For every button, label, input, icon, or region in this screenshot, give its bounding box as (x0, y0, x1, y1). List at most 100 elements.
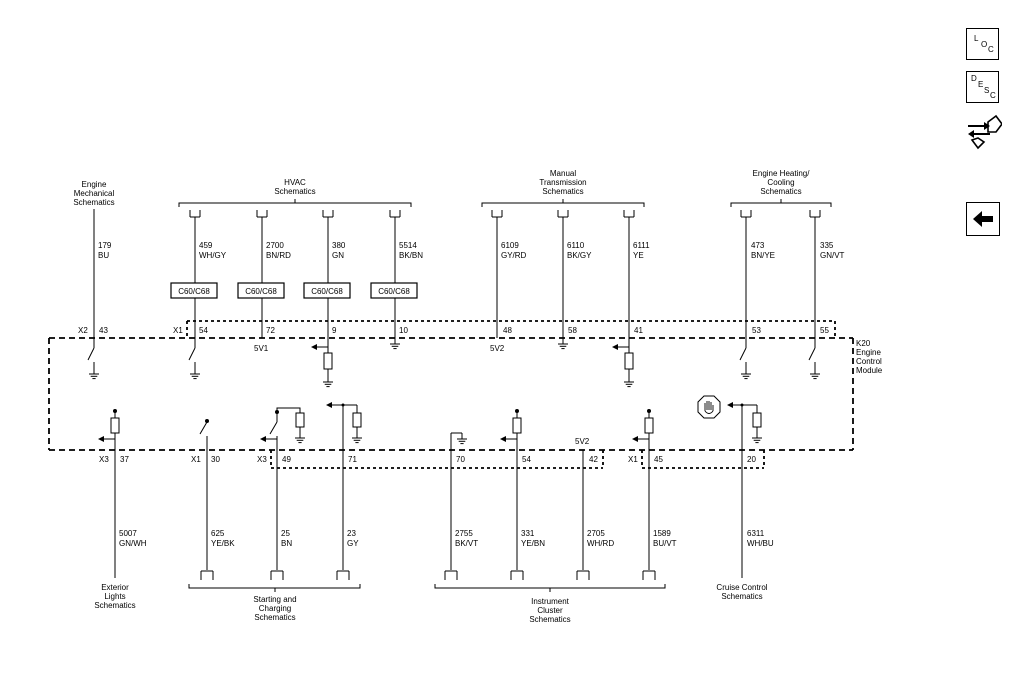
wire-color: WH/BU (747, 539, 774, 548)
circuit-number: 2755 (455, 529, 473, 538)
desc-letter: S (984, 86, 990, 95)
loc-letter: C (988, 45, 994, 54)
pin-number: 30 (211, 455, 220, 464)
circuit-number: 5514 (399, 241, 417, 250)
module-name-line-4: Module (856, 366, 883, 375)
connector-id: X1 (628, 455, 638, 464)
connector-x1-top-boundary (186, 320, 836, 338)
wire-color: YE/BN (521, 539, 545, 548)
ref-5v2-top: 5V2 (490, 344, 505, 353)
connector-view-button[interactable] (966, 114, 1003, 152)
description-button[interactable]: D E S C (966, 71, 999, 103)
loc-letter: O (981, 40, 988, 49)
arrow-left-icon (973, 211, 993, 227)
svg-text:Schematics: Schematics (73, 198, 114, 207)
pin-number: 41 (634, 326, 643, 335)
connector-id: X3 (257, 455, 267, 464)
circuit-number: 6311 (747, 529, 765, 538)
internal-top-arrows (311, 344, 618, 350)
wire-color: BN/YE (751, 251, 775, 260)
inline-connectors: C60/C68 C60/C68 C60/C68 C60/C68 (170, 282, 418, 299)
pin-number: 48 (503, 326, 512, 335)
svg-text:HVAC: HVAC (284, 178, 306, 187)
inline-connector-label: C60/C68 (378, 287, 410, 296)
circuit-number: 2705 (587, 529, 605, 538)
pin-number: 54 (522, 455, 531, 464)
module-label: K20 Engine Control Module (856, 339, 883, 375)
wire-color: BN (281, 539, 292, 548)
top-group-hvac: HVAC Schematics (274, 178, 315, 196)
bottom-group-starting-charging: Starting and Charging Schematics (253, 595, 296, 622)
svg-text:Engine Heating/: Engine Heating/ (753, 169, 811, 178)
connector-id: X1 (191, 455, 201, 464)
svg-text:Cooling: Cooling (767, 178, 794, 187)
pin-number: 72 (266, 326, 275, 335)
svg-text:Mechanical: Mechanical (74, 189, 115, 198)
connector-arrows-icon (968, 114, 1003, 150)
connector-id: X1 (173, 326, 183, 335)
svg-text:Exterior: Exterior (101, 583, 129, 592)
circuit-number: 25 (281, 529, 290, 538)
ref-5v2-bottom: 5V2 (575, 437, 590, 446)
circuit-number: 1589 (653, 529, 671, 538)
bottom-wires (114, 450, 743, 581)
wire-color: BU (98, 251, 109, 260)
svg-text:Schematics: Schematics (254, 613, 295, 622)
wire-color: GY/RD (501, 251, 527, 260)
pin-number: 43 (99, 326, 108, 335)
circuit-number: 6111 (633, 241, 650, 250)
wire-color: YE (633, 251, 644, 260)
pin-number: 9 (332, 326, 337, 335)
wire-color: GN/VT (820, 251, 845, 260)
wire-color: WH/GY (199, 251, 227, 260)
wire-color: BN/RD (266, 251, 291, 260)
svg-text:Engine: Engine (82, 180, 107, 189)
top-group-engine-mechanical: Engine Mechanical Schematics (73, 180, 114, 207)
desc-letter: C (990, 91, 996, 100)
module-name-line-1: K20 (856, 339, 871, 348)
circuit-number: 473 (751, 241, 765, 250)
circuit-number: 5007 (119, 529, 137, 538)
circuit-number: 2700 (266, 241, 284, 250)
connector-id: X2 (78, 326, 88, 335)
svg-text:Transmission: Transmission (539, 178, 586, 187)
pin-number: 20 (747, 455, 756, 464)
module-name-line-2: Engine (856, 348, 881, 357)
svg-text:Instrument: Instrument (531, 597, 570, 606)
wire-color: WH/RD (587, 539, 614, 548)
pin-number: 58 (568, 326, 577, 335)
wire-color: BK/BN (399, 251, 423, 260)
wire-color: GY (347, 539, 359, 548)
svg-text:Manual: Manual (550, 169, 576, 178)
pin-number: 10 (399, 326, 408, 335)
circuit-number: 6109 (501, 241, 519, 250)
desc-letter: D (971, 74, 977, 83)
wire-color: BK/VT (455, 539, 478, 548)
top-pin-labels: X2 43 X1 54 72 9 10 48 58 41 53 55 (78, 326, 829, 335)
svg-text:Schematics: Schematics (529, 615, 570, 624)
location-button[interactable]: L O C (966, 28, 999, 60)
back-button[interactable] (966, 202, 1000, 236)
loc-letter: L (974, 34, 979, 43)
circuit-number: 179 (98, 241, 112, 250)
svg-text:Schematics: Schematics (274, 187, 315, 196)
pin-number: 71 (348, 455, 357, 464)
top-brackets (93, 199, 832, 214)
internal-top-circuitry (87, 337, 821, 388)
desc-letter: E (978, 80, 984, 89)
pin-number: 45 (654, 455, 663, 464)
circuit-number: 335 (820, 241, 834, 250)
svg-text:Charging: Charging (259, 604, 291, 613)
connector-x3-bottom-boundary (270, 450, 604, 469)
circuit-number: 625 (211, 529, 225, 538)
pin-number: 70 (456, 455, 465, 464)
wire-color: GN/WH (119, 539, 147, 548)
circuit-number: 380 (332, 241, 346, 250)
pin-number: 53 (752, 326, 761, 335)
wire-color: BK/GY (567, 251, 592, 260)
wire-color: GN (332, 251, 344, 260)
connector-id: X3 (99, 455, 109, 464)
bottom-group-cruise-control: Cruise Control Schematics (716, 583, 767, 601)
bottom-wire-labels: 5007 GN/WH 625 YE/BK 25 BN 23 GY 2755 BK… (119, 529, 774, 548)
